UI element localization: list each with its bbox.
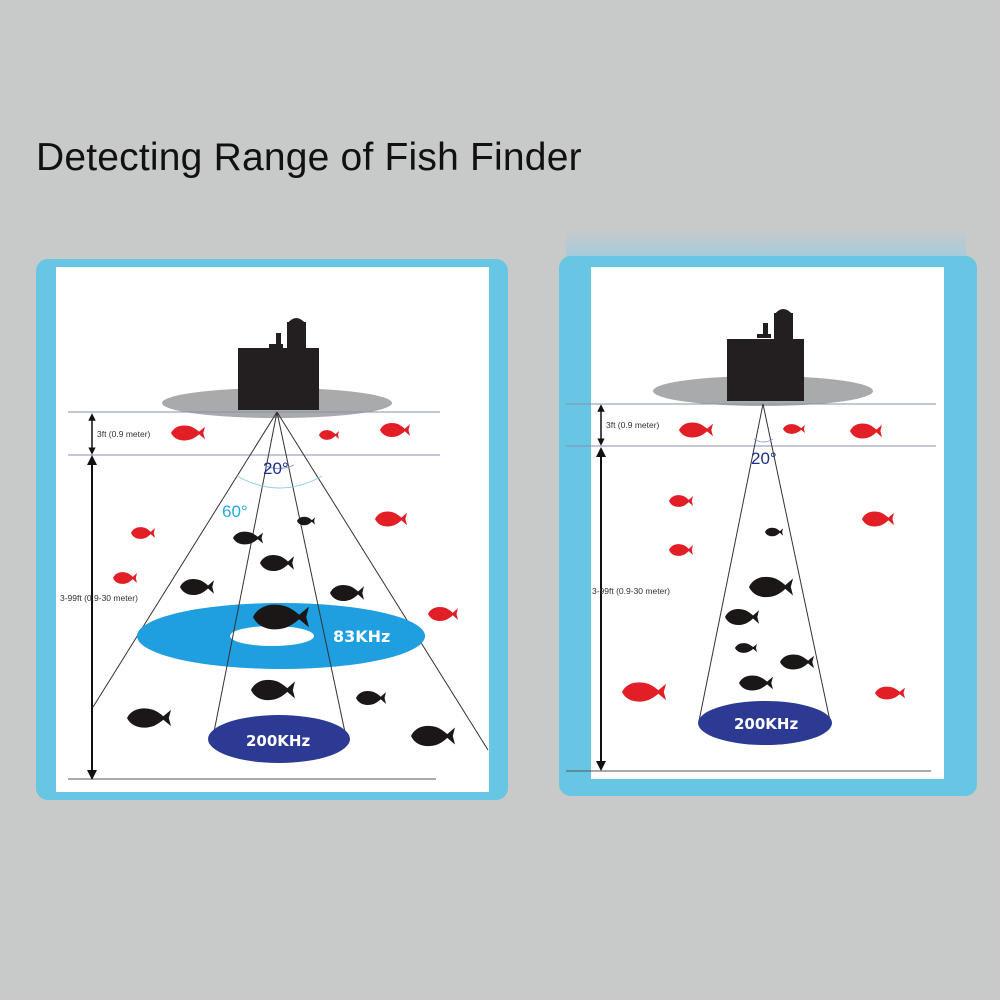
right-range-depth-label: 3-99ft (0.9-30 meter) [592, 586, 670, 596]
right-narrow-beam-edge [762, 403, 831, 722]
right-narrow-beam-edge [698, 403, 764, 722]
right-fish-finder-device [727, 309, 804, 401]
left-wide-beam-edge [276, 411, 489, 751]
panel-glow [566, 230, 966, 260]
diagram-title: Detecting Range of Fish Finder [36, 136, 582, 179]
left-83khz-ring-hole [230, 626, 314, 646]
left-narrow-beam-edge [276, 411, 347, 738]
left-60-degree-label: 60° [222, 502, 248, 521]
left-20-degree-label: 20° [263, 459, 289, 478]
left-wide-beam-edge [92, 411, 278, 708]
left-20-degree-arc [263, 464, 295, 469]
left-60-degree-arc [236, 475, 323, 489]
right-200khz-beam-disc [698, 701, 832, 745]
left-fish-finder-device [238, 318, 319, 410]
left-83khz-label: 83KHz [333, 627, 390, 646]
left-shallow-depth-label: 3ft (0.9 meter) [97, 429, 151, 439]
left-200khz-beam-disc [208, 715, 350, 763]
right-diagram: 3ft (0.9 meter) 3-99ft (0.9-30 meter) 20… [566, 267, 944, 779]
right-200khz-label: 200KHz [734, 715, 798, 733]
right-shallow-depth-label: 3ft (0.9 meter) [606, 420, 660, 430]
left-range-depth-label: 3-99ft (0.9-30 meter) [60, 593, 138, 603]
left-diagram: 3ft (0.9 meter) 3-99ft (0.9-30 meter) 20… [56, 267, 489, 792]
right-20-degree-arc [753, 438, 774, 443]
left-200khz-label: 200KHz [246, 732, 310, 750]
right-20-degree-label: 20° [751, 449, 777, 468]
